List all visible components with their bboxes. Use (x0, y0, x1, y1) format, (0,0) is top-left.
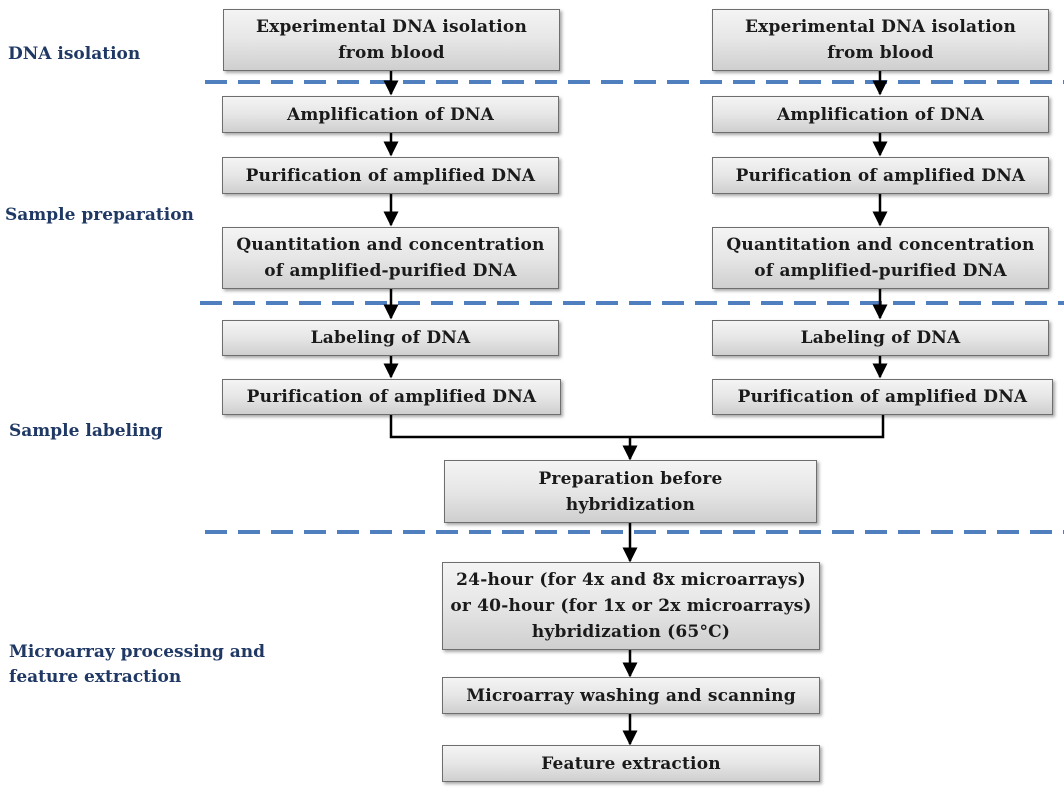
right-purification-box: Purification of amplified DNA (712, 157, 1049, 194)
left-amplification-box: Amplification of DNA (222, 96, 559, 133)
merge-connector (389, 414, 885, 439)
left-isolation-box: Experimental DNA isolation from blood (223, 9, 560, 71)
preparation-box: Preparation before hybridization (444, 460, 817, 523)
section-label-sample-preparation: Sample preparation (5, 205, 194, 225)
left-purification-2-box: Purification of amplified DNA (222, 379, 561, 415)
right-quantitation-box: Quantitation and concentration of amplif… (712, 227, 1049, 289)
right-labeling-box: Labeling of DNA (712, 320, 1049, 356)
washing-scanning-box: Microarray washing and scanning (442, 677, 820, 714)
left-quantitation-box: Quantitation and concentration of amplif… (222, 227, 559, 289)
section-label-sample-labeling: Sample labeling (9, 421, 163, 441)
right-amplification-box: Amplification of DNA (712, 96, 1049, 133)
right-isolation-box: Experimental DNA isolation from blood (712, 9, 1049, 71)
feature-extraction-box: Feature extraction (442, 745, 820, 782)
section-label-microarray-processing: Microarray processing and feature extrac… (9, 642, 266, 687)
section-label-dna-isolation: DNA isolation (8, 44, 141, 64)
left-purification-box: Purification of amplified DNA (222, 157, 559, 194)
right-purification-2-box: Purification of amplified DNA (712, 379, 1053, 415)
hybridization-box: 24-hour (for 4x and 8x microarrays) or 4… (442, 562, 820, 650)
left-labeling-box: Labeling of DNA (222, 320, 559, 356)
